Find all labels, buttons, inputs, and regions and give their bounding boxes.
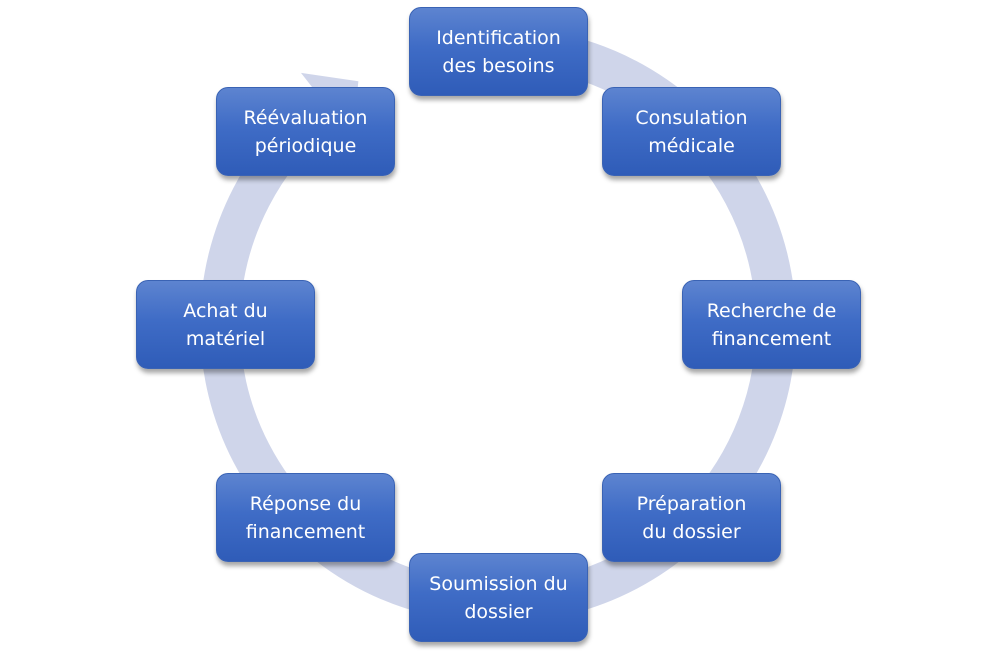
step-achat: Achat du matériel xyxy=(136,280,315,369)
step-reevaluation: Réévaluation périodique xyxy=(216,87,395,176)
step-preparation: Préparation du dossier xyxy=(602,473,781,562)
step-reponse: Réponse du financement xyxy=(216,473,395,562)
step-soumission: Soumission du dossier xyxy=(409,553,588,642)
step-consultation: Consulation médicale xyxy=(602,87,781,176)
step-identification: Identification des besoins xyxy=(409,7,588,96)
step-recherche: Recherche de financement xyxy=(682,280,861,369)
